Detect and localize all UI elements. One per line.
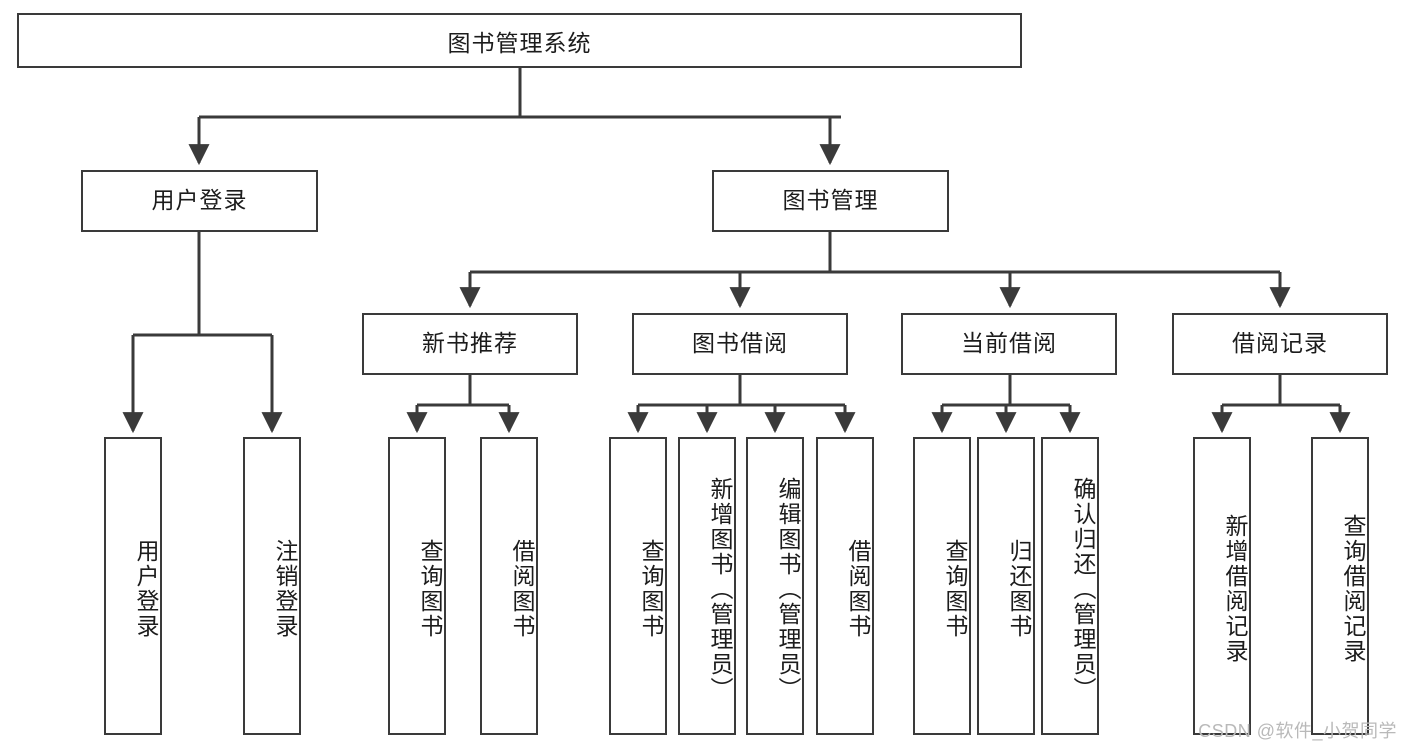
node-book-borrow-label: 图书借阅	[692, 330, 788, 357]
leaf-label: 查询图书	[417, 539, 443, 639]
leaf-label: 确认归还（管理员）	[1070, 476, 1096, 702]
node-book-borrow[interactable]: 图书借阅	[632, 313, 848, 375]
leaf-label: 新增图书（管理员）	[707, 476, 733, 702]
leaf-label: 注销登录	[272, 539, 298, 639]
node-root-label: 图书管理系统	[447, 29, 592, 56]
leaf-book-borrow-2[interactable]: 编辑图书（管理员）	[746, 437, 804, 735]
leaf-label: 查询图书	[942, 539, 968, 639]
leaf-label: 归还图书	[1006, 539, 1032, 639]
leaf-new-book-recommend-0[interactable]: 查询图书	[388, 437, 446, 735]
node-new-book-recommend-label: 新书推荐	[422, 330, 518, 357]
leaf-label: 用户登录	[133, 539, 159, 639]
leaf-label: 编辑图书（管理员）	[775, 476, 801, 702]
leaf-label: 新增借阅记录	[1222, 514, 1248, 664]
leaf-label: 借阅图书	[845, 539, 871, 639]
leaf-book-borrow-1[interactable]: 新增图书（管理员）	[678, 437, 736, 735]
leaf-label: 查询图书	[638, 539, 664, 639]
leaf-borrow-record-1[interactable]: 查询借阅记录	[1311, 437, 1369, 735]
leaf-label: 查询借阅记录	[1340, 514, 1366, 664]
node-user-login[interactable]: 用户登录	[81, 170, 318, 232]
node-current-borrow-label: 当前借阅	[961, 330, 1057, 357]
leaf-user-login-0[interactable]: 用户登录	[104, 437, 162, 735]
leaf-borrow-record-0[interactable]: 新增借阅记录	[1193, 437, 1251, 735]
leaf-label: 借阅图书	[509, 539, 535, 639]
node-new-book-recommend[interactable]: 新书推荐	[362, 313, 578, 375]
leaf-book-borrow-3[interactable]: 借阅图书	[816, 437, 874, 735]
leaf-book-borrow-0[interactable]: 查询图书	[609, 437, 667, 735]
node-borrow-record[interactable]: 借阅记录	[1172, 313, 1388, 375]
leaf-current-borrow-1[interactable]: 归还图书	[977, 437, 1035, 735]
node-book-manage-label: 图书管理	[782, 187, 879, 214]
leaf-new-book-recommend-1[interactable]: 借阅图书	[480, 437, 538, 735]
node-borrow-record-label: 借阅记录	[1232, 330, 1328, 357]
node-user-login-label: 用户登录	[151, 187, 248, 214]
node-current-borrow[interactable]: 当前借阅	[901, 313, 1117, 375]
node-book-manage[interactable]: 图书管理	[712, 170, 949, 232]
node-root[interactable]: 图书管理系统	[17, 13, 1022, 68]
leaf-current-borrow-2[interactable]: 确认归还（管理员）	[1041, 437, 1099, 735]
leaf-current-borrow-0[interactable]: 查询图书	[913, 437, 971, 735]
leaf-user-login-1[interactable]: 注销登录	[243, 437, 301, 735]
